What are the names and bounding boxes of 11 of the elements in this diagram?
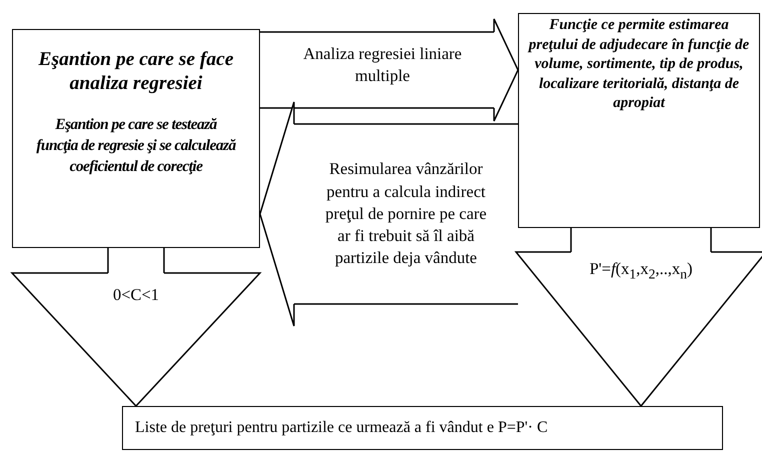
body-text: Funcţie ce permite estimarea preţului de adjudecare în funcţie de volume, sortimente, tip de produs, localizare teritorială, distanţa de apropiat <box>526 16 750 113</box>
heading-text: Eşantion pe care se face analiza regresiei <box>37 48 234 96</box>
process-box <box>12 29 260 248</box>
edge-label: Analiza regresiei liniare multiple <box>302 42 463 87</box>
edge-label: 0<C<1 <box>112 284 160 306</box>
process-box <box>518 13 760 228</box>
process-box <box>122 406 723 450</box>
body-text: Liste de preţuri pentru partizile ce urmează a fi vândut e P=P'· C <box>135 418 548 438</box>
body-text: Eşantion pe care se testează funcţia de regresie şi se calculează coeficientul de corecţie <box>36 114 236 177</box>
edge-label: Resimularea vânzărilor pentru a calcula indirect preţul de pornire pe care ar fi trebuit să îl aibă partizile deja vândute <box>324 158 488 270</box>
edge-label: P'=f(x$_{1}$,x$_{2}$,..,x$_{n}$) <box>589 258 693 284</box>
